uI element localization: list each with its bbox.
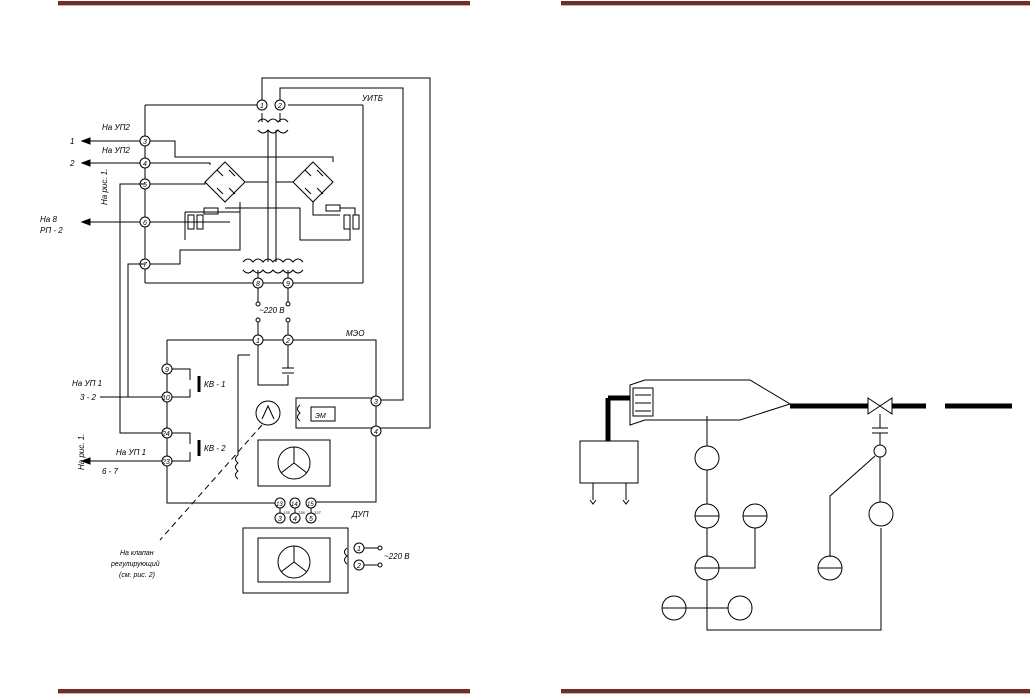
label-dup: ДУП — [351, 510, 369, 519]
uitb-term-4: 4 — [143, 161, 147, 168]
label-see-fig-1: На рис. 1. — [100, 169, 109, 205]
meo-term-1: 1 — [256, 338, 260, 345]
meo-term-24: 24 — [161, 431, 170, 438]
label-to-up2-b: На УП2 — [102, 146, 130, 155]
dup-term-1: 1 — [357, 546, 361, 553]
meo-term-14: 14 — [291, 502, 298, 508]
code-135: 135 — [283, 510, 290, 515]
meo-term-9: 9 — [165, 367, 169, 374]
diagram-labels: УИТБ МЭО ДУП На УП2 1 На УП2 2 На рис. 1… — [40, 94, 410, 579]
uitb-term-1: 1 — [260, 103, 264, 110]
label-out-3-2: 3 - 2 — [80, 393, 97, 402]
label-kv2: КВ - 2 — [204, 444, 226, 453]
label-valve-2: регулирующий — [110, 560, 160, 568]
label-supply-dup: ~220 В — [384, 552, 410, 561]
uitb-term-5: 5 — [143, 182, 147, 189]
label-out-2: 2 — [69, 159, 75, 168]
meo-block — [80, 183, 382, 541]
footer-rule-left — [58, 689, 470, 694]
uitb-term-6: 6 — [143, 220, 147, 227]
label-to-up1-b: На УП 1 — [116, 448, 146, 457]
label-meo: МЭО — [346, 329, 365, 338]
label-em: ЭМ — [315, 413, 326, 420]
meo-term-4: 4 — [374, 429, 378, 436]
uitb-term-2: 2 — [277, 103, 282, 110]
label-supply-top: ~220 В — [259, 306, 285, 315]
label-to-up2-a: На УП2 — [102, 123, 130, 132]
uitb-term-9: 9 — [286, 281, 290, 288]
label-out-6-7: 6 - 7 — [102, 467, 119, 476]
label-uitb: УИТБ — [361, 94, 383, 103]
valve-diagram — [579, 379, 1012, 631]
uitb-block — [80, 77, 431, 429]
header-rule-right — [561, 1, 1030, 6]
meo-term-3: 3 — [374, 399, 378, 406]
header-rule-left — [58, 1, 470, 6]
meo-term-10: 10 — [162, 395, 170, 402]
label-see-fig-1-b: На рис. 1. — [77, 434, 86, 470]
label-to-8: На 8 — [40, 215, 57, 224]
dup-term-2: 2 — [356, 563, 361, 570]
meo-term-13: 13 — [276, 502, 283, 508]
label-kv1: КВ - 1 — [204, 380, 226, 389]
meo-term-23: 23 — [161, 459, 170, 466]
footer-rule-right — [561, 689, 1030, 694]
code-136: 136 — [298, 510, 305, 515]
uitb-term-8: 8 — [256, 281, 260, 288]
meo-term-2: 2 — [285, 338, 290, 345]
label-rp2: РП - 2 — [40, 226, 63, 235]
uitb-term-3: 3 — [143, 139, 147, 146]
label-valve-3: (см. рис. 2) — [119, 572, 155, 579]
code-137: 137 — [314, 510, 321, 515]
label-out-1: 1 — [70, 137, 74, 146]
label-to-up1-a: На УП 1 — [72, 379, 102, 388]
dup-term-3: 3 — [278, 516, 282, 523]
dup-term-4: 4 — [293, 516, 297, 523]
uitb-term-7: 7 — [143, 262, 148, 269]
dup-block — [242, 508, 383, 594]
label-valve-1: На клапан — [120, 550, 154, 557]
meo-term-15: 15 — [307, 502, 314, 508]
dup-term-5: 5 — [309, 516, 313, 523]
